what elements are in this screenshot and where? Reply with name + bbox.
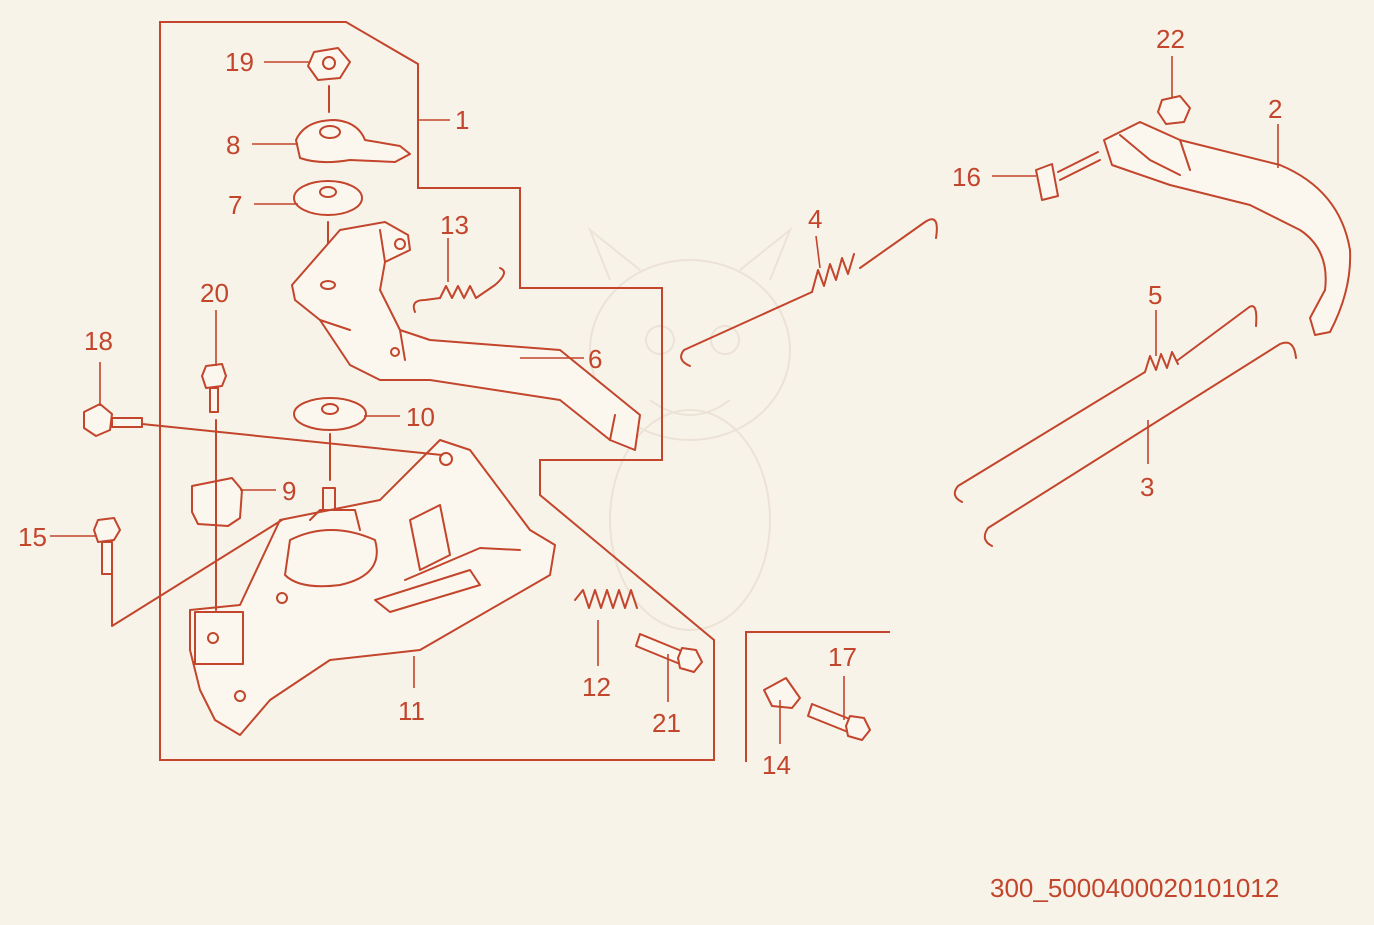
collar-16[interactable]	[1035, 151, 1101, 201]
flange-nut-19[interactable]	[307, 47, 351, 81]
callout-17: 17	[828, 642, 857, 672]
callout-3: 3	[1140, 472, 1154, 502]
callout-14: 14	[762, 750, 791, 780]
callout-4: 4	[808, 204, 822, 234]
callout-21: 21	[652, 708, 681, 738]
bolt-20[interactable]	[201, 363, 227, 413]
callout-20: 20	[200, 278, 229, 308]
callout-22: 22	[1156, 24, 1185, 54]
callout-15: 15	[18, 522, 47, 552]
leader-lines	[50, 56, 1279, 744]
control-lever-6[interactable]	[291, 221, 641, 451]
callout-7: 7	[228, 190, 242, 220]
callout-16: 16	[952, 162, 981, 192]
callout-6: 6	[588, 344, 602, 374]
callout-2: 2	[1268, 94, 1282, 124]
watermark-mascot	[587, 226, 793, 631]
spring-12[interactable]	[574, 589, 638, 609]
washer-10[interactable]	[293, 397, 367, 431]
lever-plate-8[interactable]	[295, 119, 411, 164]
screw-17[interactable]	[807, 703, 871, 741]
callout-19: 19	[225, 47, 254, 77]
nut-22[interactable]	[1157, 95, 1191, 125]
callout-1: 1	[455, 105, 469, 135]
bolt-18[interactable]	[83, 403, 143, 437]
spring-13[interactable]	[412, 267, 505, 313]
spring-rod-5[interactable]	[953, 305, 1258, 503]
throttle-lever-2[interactable]	[1103, 121, 1352, 336]
callout-8: 8	[226, 130, 240, 160]
diagram-code: 300_5000400020101012	[990, 873, 1279, 903]
bolt-21[interactable]	[635, 633, 703, 673]
callout-12: 12	[582, 672, 611, 702]
callout-13: 13	[440, 210, 469, 240]
callout-5: 5	[1148, 280, 1162, 310]
washer-7[interactable]	[293, 180, 363, 216]
collar-14[interactable]	[763, 677, 801, 709]
assembly-frame-1	[159, 21, 715, 761]
spring-rod-4[interactable]	[680, 218, 938, 367]
callout-18: 18	[84, 326, 113, 356]
rod-3[interactable]	[983, 341, 1297, 547]
callout-11: 11	[398, 696, 425, 726]
callout-10: 10	[406, 402, 435, 432]
assembly-frame-14-17	[745, 631, 890, 762]
bolt-15[interactable]	[93, 517, 121, 575]
base-plate-11[interactable]	[189, 439, 556, 736]
callout-9: 9	[282, 476, 296, 506]
